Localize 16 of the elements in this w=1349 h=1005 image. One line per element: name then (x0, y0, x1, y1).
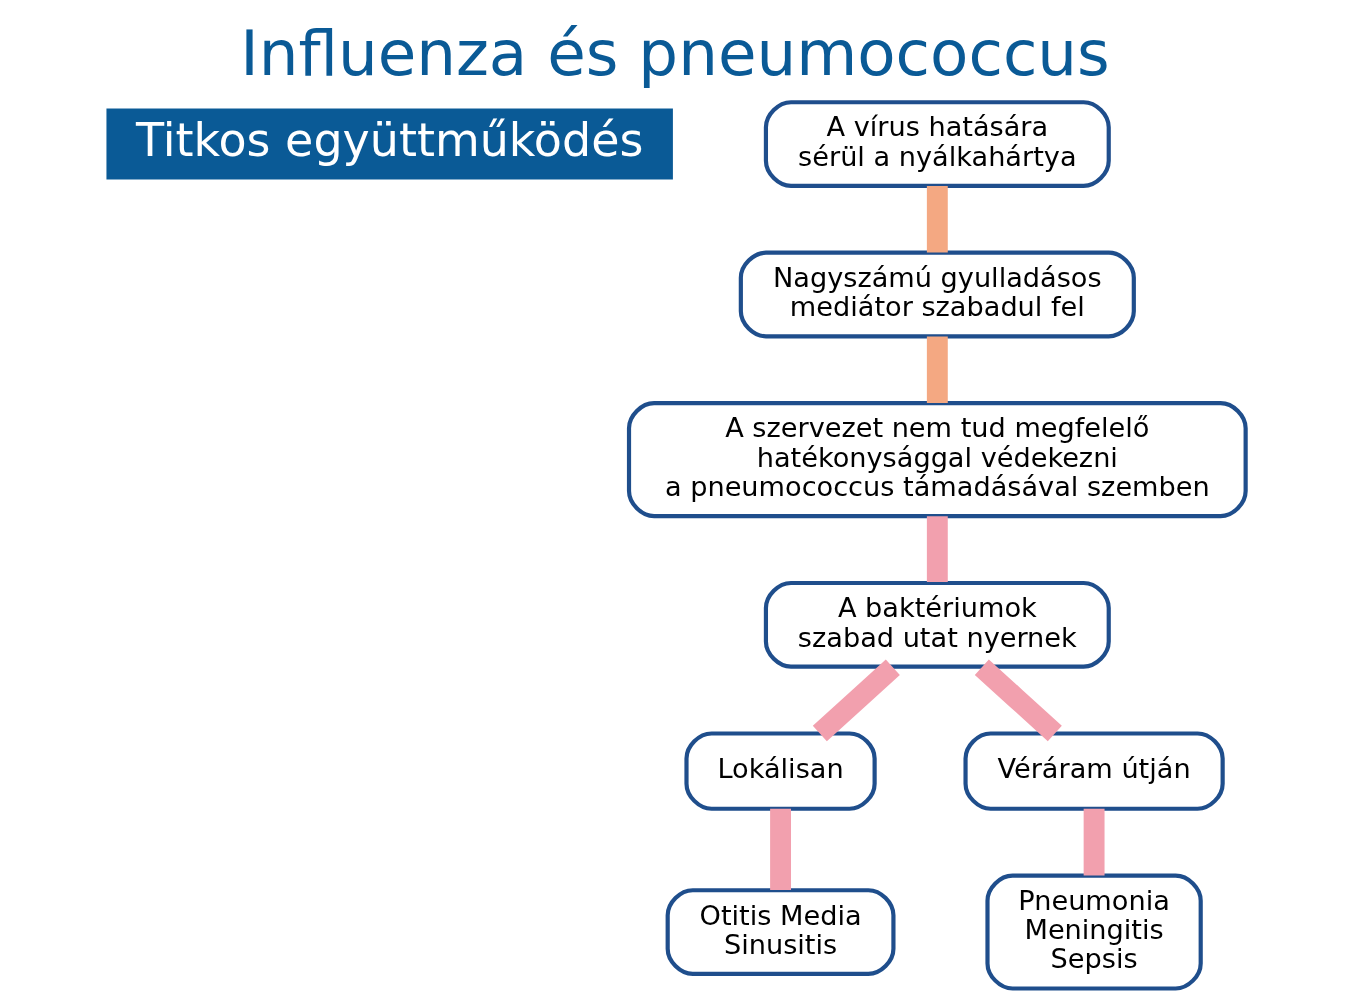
diagram-title: Influenza és pneumococcus (239, 17, 1110, 91)
node-box: A vírus hatására sérül a nyálkahártya (763, 100, 1111, 188)
node-box: Otitis Media Sinusitis (665, 888, 895, 976)
node-box: Véráram útján (962, 731, 1225, 811)
connector (926, 336, 948, 404)
connector (926, 516, 948, 582)
connector (812, 659, 900, 742)
label: Titkos együttműködés (135, 112, 643, 167)
node-box: Nagyszámú gyulladásos mediátor szabadul fel (738, 250, 1136, 339)
connector (974, 659, 1062, 742)
connector (926, 186, 948, 253)
node-box: A szervezet nem tud megfelelő hatékonysággal védekezni a pneumococcus támadásával szemben (626, 401, 1248, 519)
node-box: A baktériumok szabad utat nyernek (763, 580, 1111, 669)
node-box: Lokálisan (683, 731, 877, 811)
connector (769, 808, 791, 891)
node-box: Pneumonia Meningitis Sepsis (984, 873, 1203, 991)
